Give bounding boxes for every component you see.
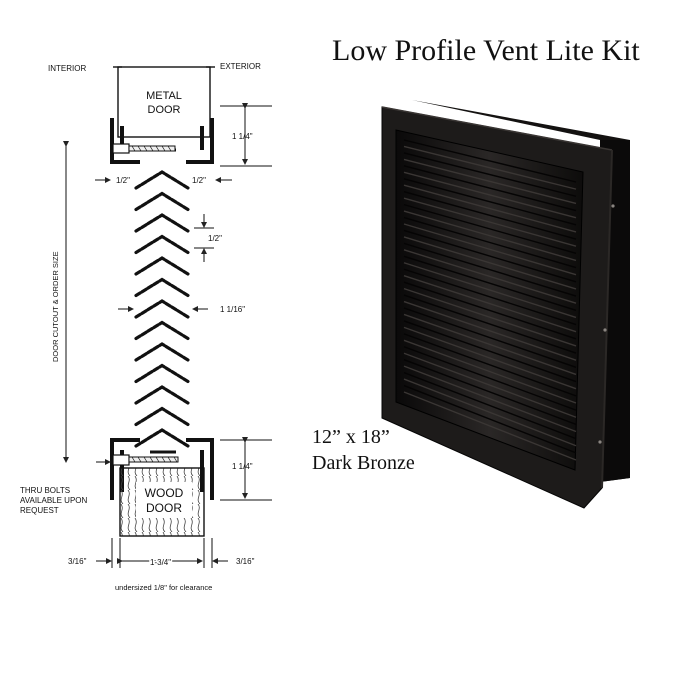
left-offset-label: 1/2" bbox=[116, 176, 130, 185]
louver-slat bbox=[403, 152, 577, 197]
top-height-label: 1 1/4" bbox=[232, 132, 253, 141]
metal-door-label-1: METAL bbox=[146, 90, 182, 102]
order-size-dimension: DOOR CUTOUT & ORDER SIZE bbox=[51, 141, 69, 463]
louver-blade bbox=[134, 406, 190, 427]
order-size-label: DOOR CUTOUT & ORDER SIZE bbox=[51, 251, 60, 362]
louver-slat bbox=[403, 223, 577, 276]
metal-door-label-2: DOOR bbox=[148, 104, 181, 116]
thru-bolts-line-3: REQUEST bbox=[20, 506, 59, 515]
bottom-bolt bbox=[112, 454, 179, 466]
exterior-label: EXTERIOR bbox=[220, 62, 261, 71]
right-offset-label: 1/2" bbox=[192, 176, 206, 185]
louver-slat bbox=[403, 391, 577, 461]
louver-pitch-label: 1/2" bbox=[208, 234, 222, 243]
louver-slat bbox=[403, 371, 577, 440]
louver-slat bbox=[403, 242, 577, 297]
louver-slat bbox=[403, 236, 577, 290]
louver-blades bbox=[134, 170, 190, 448]
bottom-width-dimensions: 3/16" 1-3/4" 3/16" undersized 1/8" for c… bbox=[68, 538, 255, 592]
door-thickness-label: 1-3/4" bbox=[150, 558, 171, 567]
louver-slat bbox=[403, 320, 577, 383]
louver-blade bbox=[134, 385, 190, 405]
bottom-height-label: 1 1/4" bbox=[232, 462, 253, 471]
metal-door: METAL DOOR bbox=[113, 66, 215, 138]
louver-depth-dimension: 1 1/16" bbox=[118, 305, 245, 314]
wood-door-label-2: DOOR bbox=[146, 501, 182, 515]
louver-slat bbox=[403, 229, 577, 283]
louver-slat bbox=[403, 249, 577, 304]
screw-icon bbox=[598, 440, 602, 444]
louver-blade bbox=[134, 170, 190, 190]
louver-slat bbox=[403, 171, 577, 219]
page-title: Low Profile Vent Lite Kit bbox=[332, 34, 640, 67]
bottom-height-dimension: 1 1/4" bbox=[220, 437, 272, 501]
louver-slat bbox=[403, 268, 577, 326]
louver-slat bbox=[403, 359, 577, 426]
louver-slat bbox=[403, 281, 577, 340]
louver-slat bbox=[403, 191, 577, 240]
top-bolt bbox=[112, 143, 176, 154]
wood-door: WOOD DOOR bbox=[119, 467, 205, 537]
product-size: 12” x 18” bbox=[312, 426, 390, 448]
louver-slat bbox=[403, 145, 577, 190]
left-edge-label: 3/16" bbox=[68, 557, 87, 566]
right-edge-label: 3/16" bbox=[236, 557, 255, 566]
product-spec: 12” x 18” Dark Bronze bbox=[312, 424, 415, 476]
louver-blade bbox=[134, 320, 190, 341]
louver-slat bbox=[403, 346, 577, 411]
louver-blade bbox=[134, 191, 190, 212]
cross-section: INTERIOR EXTERIOR METAL DOOR bbox=[20, 62, 272, 592]
louver-slat bbox=[403, 300, 577, 361]
louver-blade bbox=[134, 342, 190, 362]
louver-slat bbox=[403, 365, 577, 433]
louver-slat bbox=[403, 184, 577, 233]
louver-slat bbox=[403, 178, 577, 226]
wood-door-label-1: WOOD bbox=[145, 486, 184, 500]
screw-icon bbox=[603, 328, 607, 332]
louver-blade bbox=[134, 277, 190, 298]
louver-slat bbox=[403, 255, 577, 311]
louver-slat bbox=[403, 313, 577, 376]
louver-slat bbox=[403, 307, 577, 368]
louver-depth-label: 1 1/16" bbox=[220, 305, 245, 314]
louver-slat bbox=[403, 216, 577, 269]
product-finish: Dark Bronze bbox=[312, 452, 415, 474]
undersized-note: undersized 1/8" for clearance bbox=[115, 583, 212, 592]
louver-slat bbox=[403, 333, 577, 397]
louver-blade bbox=[134, 256, 190, 276]
thru-bolts-note: THRU BOLTS AVAILABLE UPON REQUEST bbox=[20, 459, 111, 515]
louver-blade bbox=[134, 363, 190, 384]
louver-slat bbox=[403, 287, 577, 347]
interior-label: INTERIOR bbox=[48, 64, 86, 73]
louver-slat bbox=[403, 275, 577, 333]
louver-slat bbox=[403, 352, 577, 418]
louver-slat bbox=[403, 262, 577, 319]
louver-slat bbox=[403, 158, 577, 205]
louver-slat bbox=[403, 384, 577, 454]
louver-blade bbox=[134, 213, 190, 233]
louver-slat bbox=[403, 294, 577, 354]
screw-icon bbox=[611, 204, 615, 208]
thru-bolts-line-1: THRU BOLTS bbox=[20, 486, 70, 495]
louver-slat bbox=[403, 139, 577, 183]
louver-blade bbox=[134, 234, 190, 255]
thru-bolts-line-2: AVAILABLE UPON bbox=[20, 496, 88, 505]
louver-slat bbox=[403, 326, 577, 390]
side-offset-dimensions: 1/2" 1/2" bbox=[95, 176, 232, 185]
louver-pitch-dimension: 1/2" bbox=[194, 214, 222, 262]
louver-slats bbox=[403, 139, 577, 461]
top-height-dimension: 1 1/4" bbox=[220, 103, 272, 167]
louver-slat bbox=[403, 378, 577, 447]
louver-slat bbox=[403, 165, 577, 212]
louver-slat bbox=[403, 339, 577, 404]
louver-blade bbox=[134, 299, 190, 319]
louver-slat bbox=[403, 210, 577, 262]
louver-blade bbox=[134, 428, 190, 448]
louver-slat bbox=[403, 203, 577, 254]
louver-slat bbox=[403, 197, 577, 247]
vent-lite-product bbox=[381, 100, 630, 509]
